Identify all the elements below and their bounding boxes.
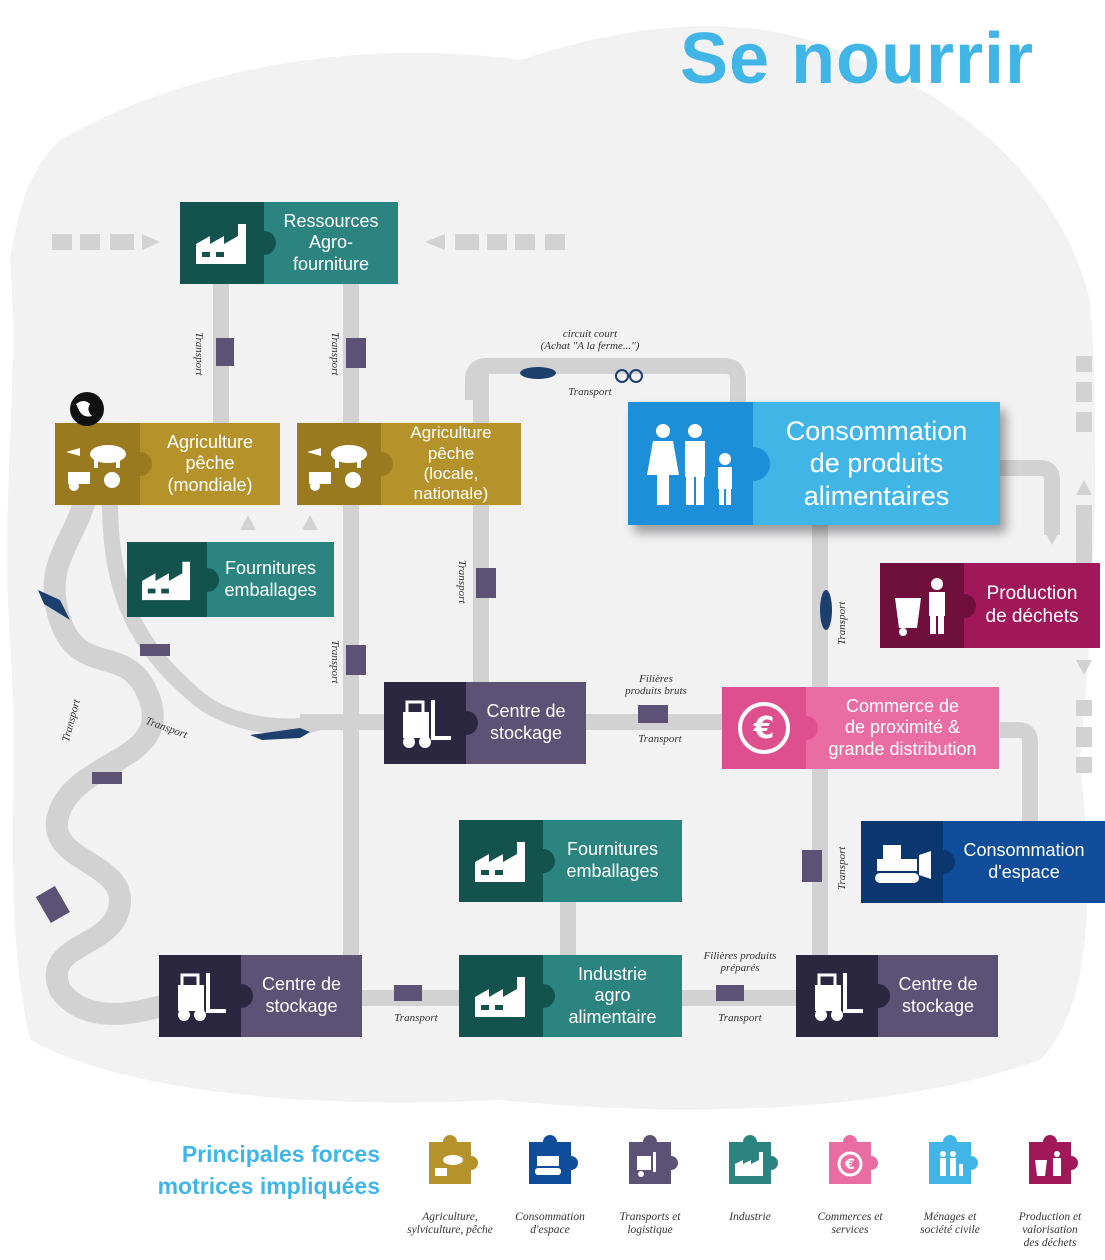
- puzzle-factory-icon: [729, 1135, 778, 1184]
- transport-label-stockage: Transport: [394, 1012, 438, 1024]
- fournitures-1-label: Fournitures emballages: [224, 557, 317, 600]
- legend-caption: Industrie: [729, 1211, 771, 1223]
- farm-animals-icon: [55, 423, 140, 505]
- node-consommation-espace: Consommation d'espace: [861, 821, 1105, 903]
- legend-item-consommation-espace: Consommation d'espace: [500, 1128, 600, 1237]
- node-consommation-produits: Consommation de produits alimentaires: [628, 402, 1000, 525]
- legend-item-industrie: Industrie: [700, 1128, 800, 1224]
- transport-label-v4: Transport: [329, 640, 341, 684]
- node-centre-stockage-3: Centre de stockage: [796, 955, 998, 1037]
- page-title: Se nourrir: [680, 19, 1035, 99]
- transport-label-prepares: Transport: [718, 1012, 762, 1024]
- fournitures-2-label: Fournitures emballages: [566, 839, 659, 881]
- centre-stockage-3-label: Centre de stockage: [898, 974, 978, 1016]
- transport-label-v1: Transport: [193, 332, 205, 376]
- factory-icon: [180, 202, 264, 284]
- legend-item-commerces: € Commerces et services: [800, 1128, 900, 1237]
- puzzle-forklift-icon: [629, 1135, 678, 1184]
- bulldozer-icon: [861, 821, 943, 903]
- production-dechets-label: Production de déchets: [985, 582, 1079, 627]
- factory-icon: [127, 542, 207, 617]
- node-ressources-agrofourniture: Ressources Agro- fourniture: [180, 202, 398, 284]
- transport-label-v3: Transport: [456, 560, 468, 604]
- node-centre-stockage-2: Centre de stockage: [159, 955, 362, 1037]
- euro-icon: €: [722, 687, 806, 769]
- puzzle-waste-icon: [1029, 1135, 1078, 1184]
- filieres-prepares-label: Filières produits préparés: [703, 950, 777, 974]
- forklift-icon: [384, 682, 466, 764]
- globe-icon: [70, 392, 104, 426]
- filieres-bruts-label: Filières produits bruts: [625, 673, 687, 697]
- legend-caption: Consommation d'espace: [515, 1211, 585, 1237]
- legend-caption: Ménages et société civile: [920, 1211, 980, 1237]
- puzzle-family-icon: [929, 1135, 978, 1184]
- farm-animals-icon: [297, 423, 381, 505]
- forklift-icon: [796, 955, 878, 1037]
- node-fournitures-emballages-2: Fournitures emballages: [459, 820, 682, 902]
- waste-bin-person-icon: [880, 563, 964, 648]
- industrie-label: Industrie agro alimentaire: [568, 963, 657, 1027]
- svg-text:€: €: [753, 711, 775, 746]
- centre-stockage-1-label: Centre de stockage: [486, 701, 566, 743]
- factory-icon: [459, 820, 543, 902]
- node-agriculture-mondiale: Agriculture pêche (mondiale): [55, 423, 280, 505]
- puzzle-agriculture-icon: [429, 1135, 478, 1184]
- svg-text:€: €: [844, 1157, 855, 1173]
- node-agriculture-locale: Agriculture pêche (locale, nationale): [297, 423, 521, 505]
- legend-title: Principales forces motrices impliquées: [157, 1141, 380, 1200]
- transport-label-bruts: Transport: [638, 733, 682, 745]
- agri-mondiale-label: Agriculture pêche (mondiale): [166, 431, 254, 495]
- legend-caption: Production et valorisation des déchets: [1018, 1211, 1082, 1250]
- transport-label-v5: Transport: [836, 601, 848, 645]
- centre-stockage-2-label: Centre de stockage: [261, 974, 342, 1016]
- transport-label-v2: Transport: [329, 332, 341, 376]
- agri-locale-label: Agriculture pêche (locale, nationale): [410, 423, 492, 504]
- transport-label-v6: Transport: [836, 846, 848, 890]
- consommation-produits-label: Consommation de produits alimentaires: [785, 415, 968, 511]
- factory-icon: [459, 955, 543, 1037]
- legend-item-menages: Ménages et société civile: [900, 1128, 1000, 1237]
- legend-caption: Agriculture, sylviculture, pêche: [407, 1211, 493, 1237]
- puzzle-bulldozer-icon: [529, 1135, 578, 1184]
- node-centre-stockage-1: Centre de stockage: [384, 682, 586, 764]
- circuit-court-label: circuit court (Achat "A la ferme..."): [540, 328, 640, 352]
- node-industrie-agroalimentaire: Industrie agro alimentaire: [459, 955, 682, 1037]
- family-icon: [628, 402, 753, 525]
- legend-item-transports: Transports et logistique: [600, 1128, 700, 1237]
- node-commerce: € Commerce de de proximité & grande dist…: [722, 687, 999, 769]
- legend-item-agriculture: Agriculture, sylviculture, pêche: [400, 1128, 500, 1237]
- commerce-label: Commerce de de proximité & grande distri…: [828, 695, 977, 759]
- puzzle-euro-icon: €: [829, 1135, 878, 1184]
- node-production-dechets: Production de déchets: [880, 563, 1100, 648]
- consommation-espace-label: Consommation d'espace: [963, 840, 1085, 882]
- forklift-icon: [159, 955, 241, 1037]
- legend-caption: Commerces et services: [817, 1211, 883, 1237]
- transport-label-circuit: Transport: [568, 386, 612, 398]
- legend-item-dechets: Production et valorisation des déchets: [1000, 1128, 1100, 1251]
- ressources-label: Ressources Agro- fourniture: [283, 210, 379, 274]
- node-fournitures-emballages-1: Fournitures emballages: [127, 542, 334, 617]
- legend-caption: Transports et logistique: [619, 1211, 681, 1237]
